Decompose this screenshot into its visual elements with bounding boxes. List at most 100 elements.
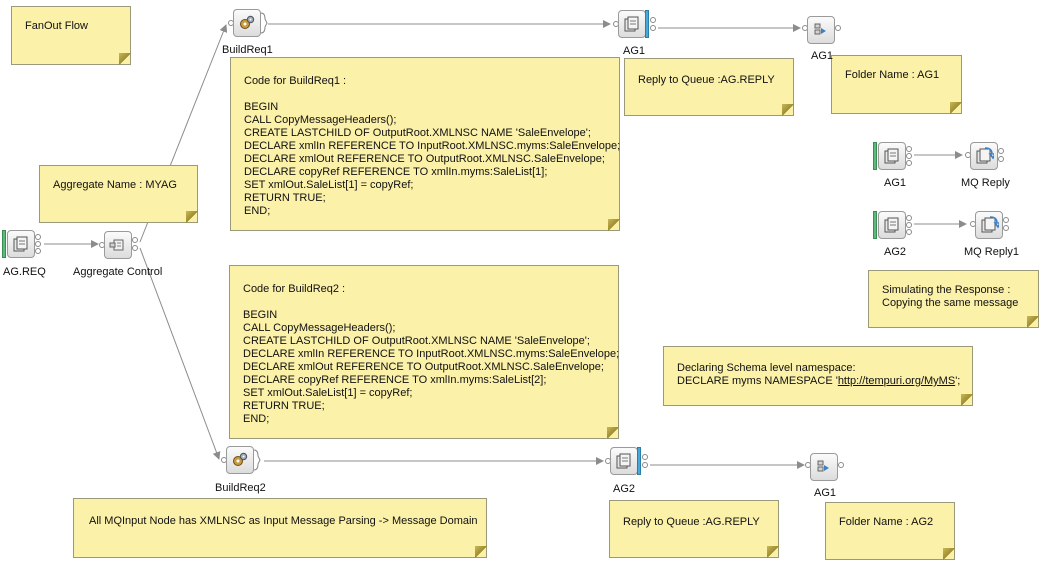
output-terminal[interactable] <box>35 234 41 240</box>
node-box <box>7 230 35 258</box>
input-bar <box>2 230 6 258</box>
node-ag-req[interactable] <box>2 230 41 262</box>
mq-queue-icon <box>884 148 899 164</box>
note-fold <box>119 53 131 65</box>
node-mq-reply1[interactable] <box>970 211 1009 243</box>
node-ag1-output[interactable] <box>613 10 656 42</box>
output-terminal[interactable] <box>35 248 41 254</box>
output-terminal[interactable] <box>998 156 1004 162</box>
node-label-ag1-output: AG1 <box>623 45 646 57</box>
code-line: Code for BuildReq1 : <box>244 75 347 87</box>
schema-line-2: DECLARE myms NAMESPACE 'http://tempuri.o… <box>677 375 960 388</box>
aggregate-control-icon <box>109 239 124 251</box>
note-code-buildreq1[interactable]: Code for BuildReq1 : BEGIN CALL CopyMess… <box>230 57 620 231</box>
code-line: END; <box>243 413 270 425</box>
output-terminal[interactable] <box>1003 225 1009 231</box>
note-fold <box>943 548 955 560</box>
aggregate-name-text: Aggregate Name : MYAG <box>53 179 177 191</box>
code-line: RETURN TRUE; <box>244 192 326 204</box>
output-terminal[interactable] <box>906 153 912 159</box>
folder-ag1-text: Folder Name : AG1 <box>845 69 940 81</box>
code-line: DECLARE xmlOut REFERENCE TO OutputRoot.X… <box>243 361 604 373</box>
node-aggregate-control[interactable] <box>99 231 138 263</box>
compute-gears-icon <box>233 452 248 466</box>
mq-queue-icon <box>624 16 639 32</box>
node-label-build-req1: BuildReq1 <box>222 44 273 56</box>
code-line <box>243 296 606 309</box>
code-line: CALL CopyMessageHeaders(); <box>244 114 397 126</box>
output-terminal[interactable] <box>650 25 656 31</box>
node-sim-ag2-input[interactable] <box>873 211 912 243</box>
note-reply-queue-1[interactable]: Reply to Queue :AG.REPLY <box>624 58 794 116</box>
node-label-aggregate-reply-2: AG1 <box>814 487 837 499</box>
output-brace <box>253 449 261 471</box>
note-schema-namespace[interactable]: Declaring Schema level namespace: DECLAR… <box>663 346 973 406</box>
code-line: DECLARE xmlIn REFERENCE TO InputRoot.XML… <box>243 348 620 360</box>
node-label-ag2-output: AG2 <box>613 483 636 495</box>
output-terminal[interactable] <box>1003 217 1009 223</box>
output-terminal[interactable] <box>642 462 648 468</box>
note-fold <box>950 102 962 114</box>
code-line: RETURN TRUE; <box>243 400 325 412</box>
code-buildreq1-lines: Code for BuildReq1 : BEGIN CALL CopyMess… <box>244 75 621 218</box>
output-terminal[interactable] <box>132 245 138 251</box>
output-bar <box>645 10 649 38</box>
note-fold <box>961 394 973 406</box>
mq-queue-icon <box>13 236 28 252</box>
note-fold <box>607 427 619 439</box>
schema-line-1: Declaring Schema level namespace: <box>677 362 856 374</box>
input-bar <box>873 142 877 170</box>
output-terminal[interactable] <box>835 25 841 31</box>
output-terminal[interactable] <box>642 454 648 460</box>
output-terminal[interactable] <box>906 222 912 228</box>
output-terminal[interactable] <box>650 17 656 23</box>
output-terminal[interactable] <box>132 237 138 243</box>
note-aggregate-name[interactable]: Aggregate Name : MYAG <box>39 165 198 223</box>
output-terminal[interactable] <box>998 148 1004 154</box>
output-terminal[interactable] <box>906 229 912 235</box>
node-build-req2[interactable] <box>221 446 261 478</box>
node-sim-ag1-input[interactable] <box>873 142 912 174</box>
node-aggregate-reply-1[interactable] <box>802 16 841 48</box>
node-label-aggregate-control: Aggregate Control <box>73 266 163 278</box>
note-simulating[interactable]: Simulating the Response : Copying the sa… <box>868 270 1039 328</box>
code-line: CREATE LASTCHILD OF OutputRoot.XMLNSC NA… <box>244 127 591 139</box>
note-folder-ag1[interactable]: Folder Name : AG1 <box>831 55 962 114</box>
code-line: DECLARE copyRef REFERENCE TO xmlIn.myms:… <box>243 374 547 386</box>
mq-reply-icon <box>981 216 999 233</box>
note-mqinput-domain[interactable]: All MQInput Node has XMLNSC as Input Mes… <box>73 498 487 558</box>
aggregate-reply-icon <box>817 460 829 472</box>
output-terminal[interactable] <box>838 462 844 468</box>
output-terminal[interactable] <box>906 160 912 166</box>
mq-queue-icon <box>616 453 631 469</box>
note-flow-title[interactable]: FanOut Flow <box>11 6 131 65</box>
output-brace <box>260 12 268 34</box>
output-terminal[interactable] <box>35 241 41 247</box>
node-ag2-output[interactable] <box>605 447 648 479</box>
output-terminal[interactable] <box>906 146 912 152</box>
output-terminal[interactable] <box>906 215 912 221</box>
note-fold <box>1027 316 1039 328</box>
node-aggregate-reply-2[interactable] <box>805 453 844 485</box>
node-label-mq-reply1: MQ Reply1 <box>964 246 1020 258</box>
schema-namespace-link[interactable]: http://tempuri.org/MyMS <box>837 375 956 387</box>
note-code-buildreq2[interactable]: Code for BuildReq2 : BEGIN CALL CopyMess… <box>229 265 619 439</box>
code-buildreq2-lines: Code for BuildReq2 : BEGIN CALL CopyMess… <box>243 283 620 426</box>
node-build-req1[interactable] <box>228 9 268 41</box>
node-label-build-req2: BuildReq2 <box>215 482 266 494</box>
code-line: SET xmlOut.SaleList[1] = copyRef; <box>244 179 414 191</box>
node-mq-reply[interactable] <box>965 142 1004 174</box>
node-label-sim-ag1-input: AG1 <box>884 177 907 189</box>
code-line: BEGIN <box>244 101 279 113</box>
code-line: CREATE LASTCHILD OF OutputRoot.XMLNSC NA… <box>243 335 590 347</box>
note-reply-queue-2[interactable]: Reply to Queue :AG.REPLY <box>609 500 779 558</box>
note-folder-ag2[interactable]: Folder Name : AG2 <box>825 502 955 560</box>
schema-suffix: '; <box>955 375 961 387</box>
conn-aggctl-buildreq2 <box>139 247 221 460</box>
reply-queue-1-text: Reply to Queue :AG.REPLY <box>638 74 775 86</box>
note-fold <box>782 104 794 116</box>
input-bar <box>873 211 877 239</box>
note-fold <box>608 219 620 231</box>
code-line: DECLARE xmlIn REFERENCE TO InputRoot.XML… <box>244 140 621 152</box>
